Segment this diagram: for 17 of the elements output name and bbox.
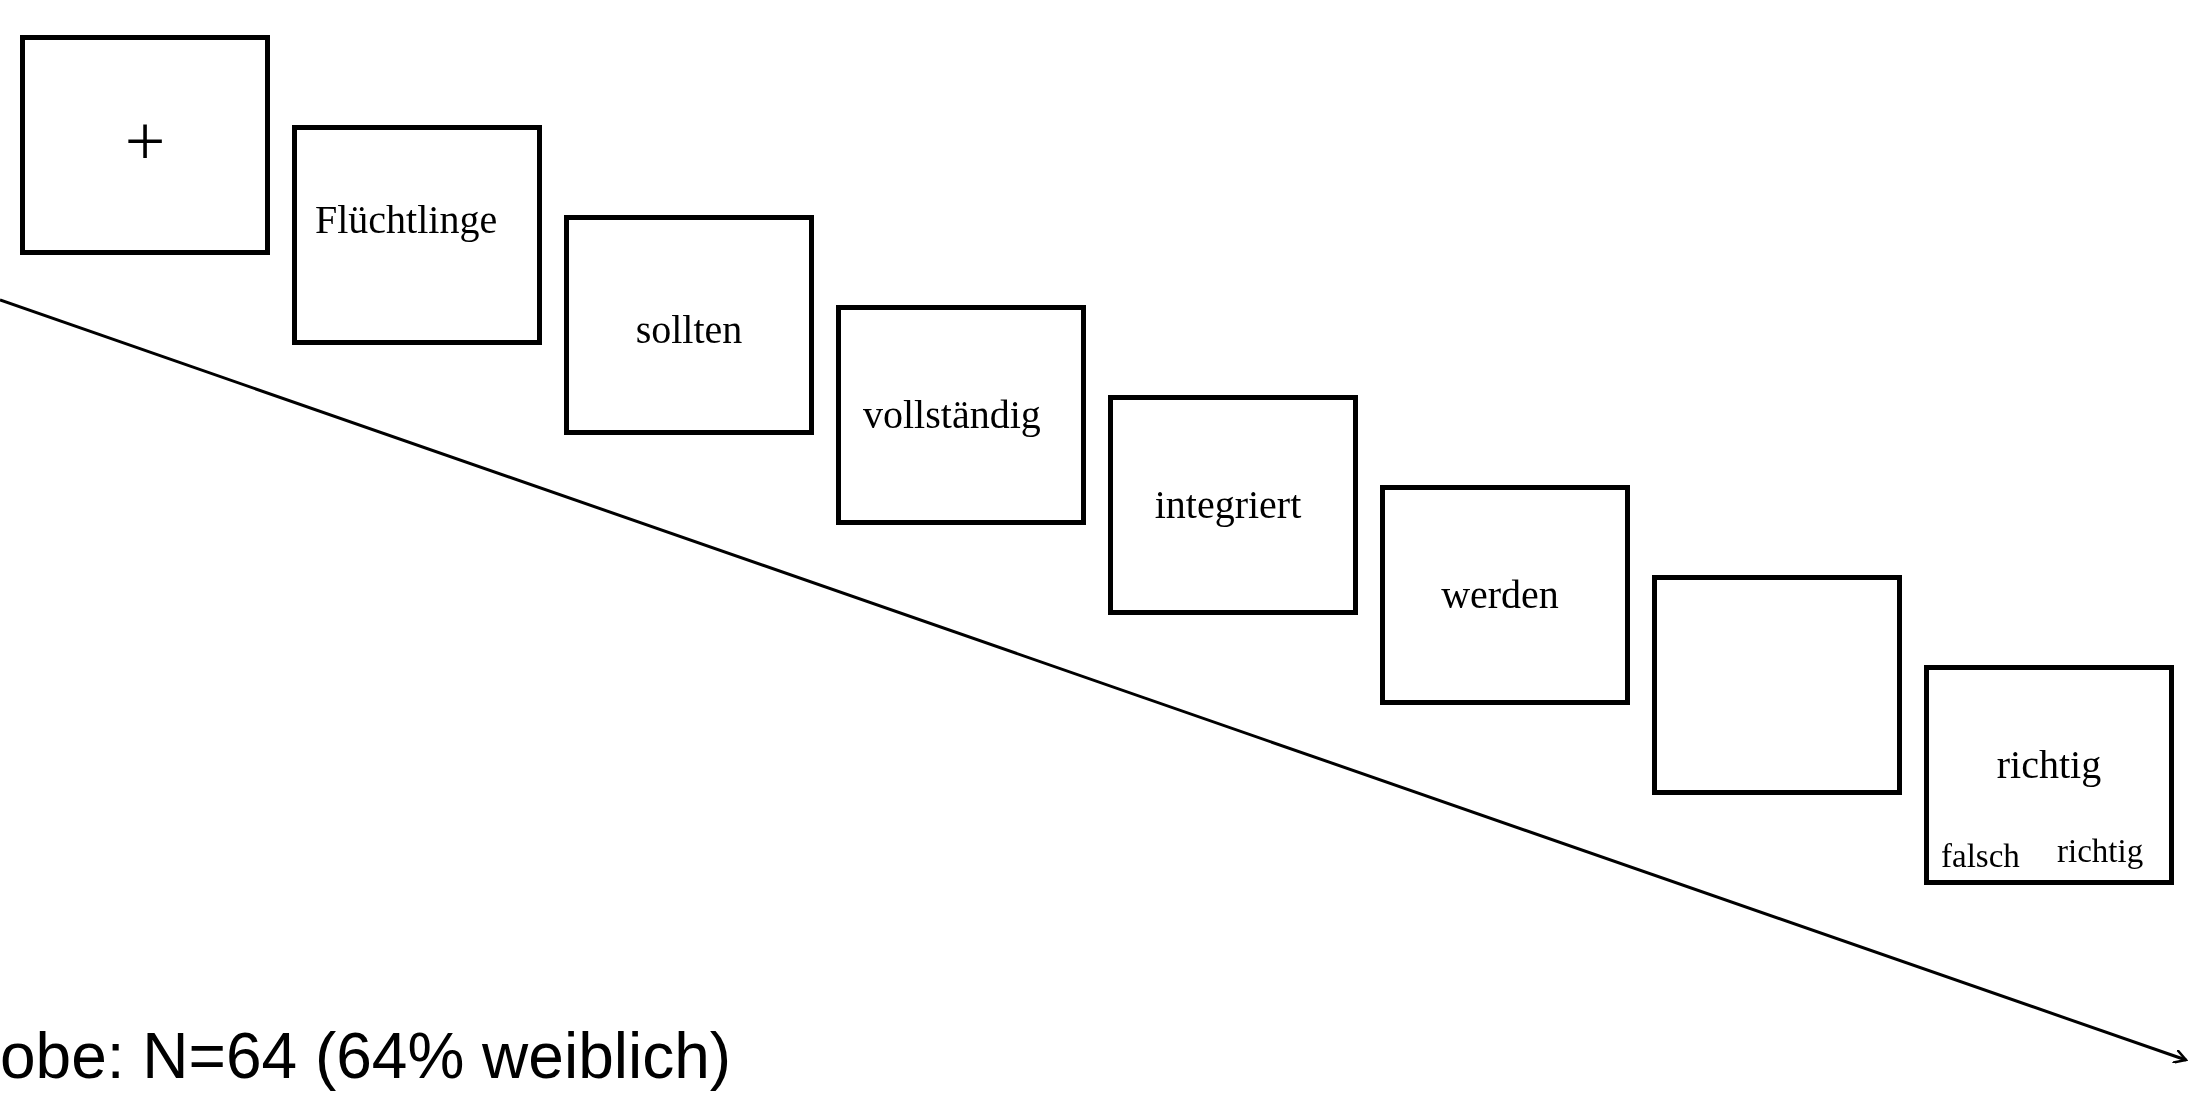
word-text: richtig (1996, 745, 2102, 785)
blank-screen (1652, 575, 1902, 795)
response-option: richtig (2057, 835, 2144, 868)
word-text: sollten (635, 310, 743, 350)
screen-frame (20, 35, 270, 255)
fixation-cross: + (124, 105, 166, 177)
screen-frame (1108, 395, 1358, 615)
screen-frame (292, 125, 542, 345)
screen-frame (1380, 485, 1630, 705)
screen-frame (564, 215, 814, 435)
response-option: falsch (1941, 840, 2020, 873)
word-text: werden (1441, 575, 1559, 615)
word-text: integriert (1154, 485, 1302, 525)
screen-frame (1924, 665, 2174, 885)
screen-frame (836, 305, 1086, 525)
word-text: vollständig (863, 395, 1041, 435)
word-text: Flüchtlinge (315, 200, 498, 240)
